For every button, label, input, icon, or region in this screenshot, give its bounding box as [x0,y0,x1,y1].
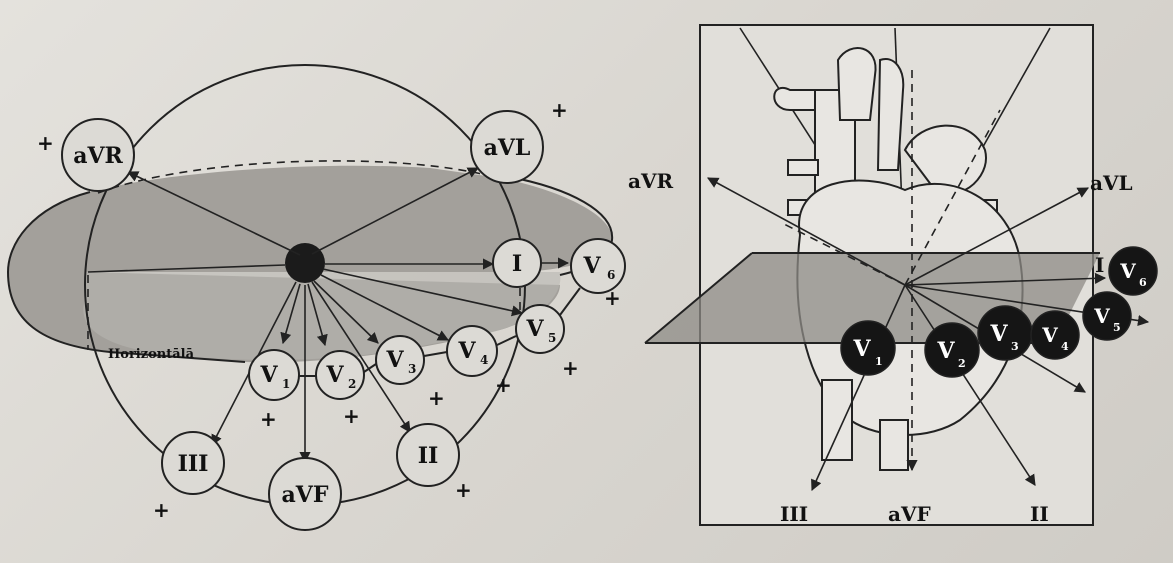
electrode-V4: V 4 [1030,310,1080,360]
svg-text:6: 6 [1139,276,1147,289]
svg-text:aVR: aVR [73,143,123,169]
electrode-V2: V 2 [924,322,980,378]
horizontal-plane-label: Horizontālā [108,347,195,362]
svg-text:V: V [385,347,404,373]
node-aVR: aVR [61,118,135,192]
svg-text:5: 5 [548,331,556,345]
svg-text:II: II [418,443,439,469]
lead-vectors [87,167,570,464]
svg-text:3: 3 [1011,340,1019,353]
svg-text:4: 4 [480,353,488,367]
svg-text:+: + [562,356,579,380]
svg-text:aVL: aVL [484,135,531,161]
electrode-V3: V 3 [977,305,1033,361]
label-III: III [780,502,808,526]
svg-text:+: + [260,407,277,431]
svg-text:+: + [153,498,170,522]
label-I: I [1095,253,1104,277]
node-aVL: aVL [470,110,544,184]
node-V2: V 2 [315,350,365,400]
heart-center-dot [285,243,325,283]
electrode-V6: V 6 [1108,246,1158,296]
svg-text:V: V [1093,304,1110,328]
svg-text:+: + [495,373,512,397]
label-aVL: aVL [1090,171,1133,195]
svg-text:+: + [428,386,445,410]
left-diagram: Horizontālā aVR aVL [6,64,626,531]
svg-text:V: V [852,336,871,362]
svg-text:V: V [1041,323,1058,347]
svg-text:V: V [457,338,476,364]
svg-text:+: + [37,131,54,155]
node-V3: V 3 [375,335,425,385]
node-I: I [492,238,542,288]
svg-text:+: + [551,98,568,122]
node-V6: V 6 [570,238,626,294]
right-lead-vectors [707,70,1150,492]
electrode-V1: V 1 [840,320,896,376]
node-aVF: aVF [268,457,342,531]
svg-text:III: III [178,451,209,477]
node-V1: V 1 [248,349,300,401]
electrode-V5: V 5 [1082,291,1132,341]
svg-text:4: 4 [1061,340,1069,353]
svg-text:1: 1 [282,377,290,391]
svg-text:5: 5 [1113,321,1121,334]
svg-text:2: 2 [958,357,966,370]
svg-text:V: V [582,253,601,279]
node-V5: V 5 [515,304,565,354]
svg-text:1: 1 [875,355,883,368]
svg-text:aVF: aVF [282,482,329,508]
svg-text:V: V [259,362,278,388]
plus-signs: + + + + + + + + + + [37,98,621,522]
svg-text:+: + [455,478,472,502]
svg-text:3: 3 [408,362,416,376]
svg-text:+: + [604,286,621,310]
label-II: II [1030,502,1049,526]
node-II: II [396,423,460,487]
node-III: III [161,431,225,495]
svg-text:V: V [989,321,1008,347]
svg-text:V: V [525,316,544,342]
svg-text:V: V [325,362,344,388]
node-V4: V 4 [446,325,498,377]
svg-text:2: 2 [348,377,356,391]
svg-text:+: + [343,404,360,428]
svg-text:6: 6 [607,268,615,282]
right-diagram: V 1 V 2 V 3 V 4 V 5 V 6 aVR aV [628,24,1158,526]
svg-text:V: V [1119,259,1136,283]
label-aVF: aVF [888,502,931,526]
svg-text:V: V [936,338,955,364]
label-aVR: aVR [628,169,673,193]
svg-text:I: I [512,251,522,277]
